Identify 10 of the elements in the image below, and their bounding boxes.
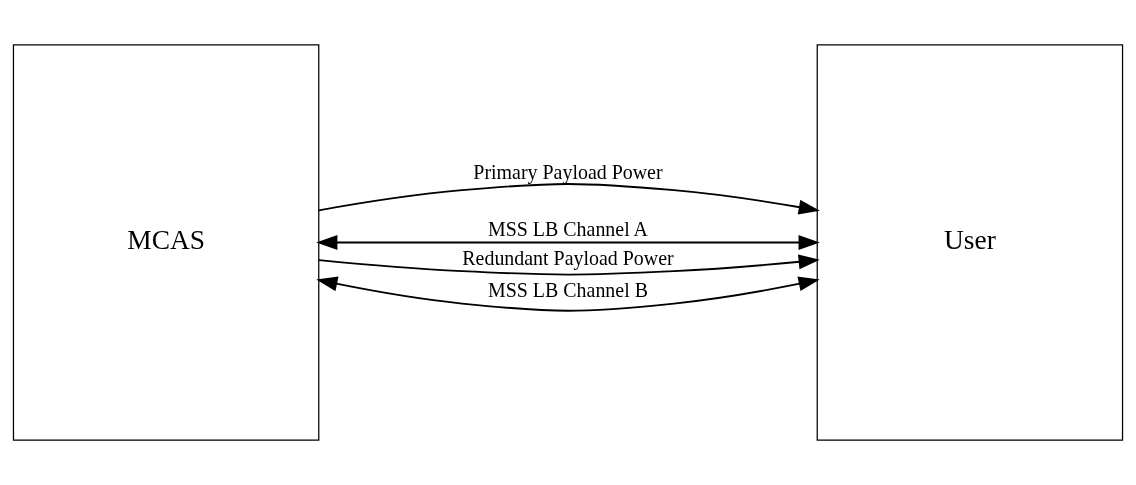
arrow (318, 254, 820, 276)
arrow (316, 235, 820, 250)
edge-label: MSS LB Channel B (488, 279, 648, 302)
node-box: MCAS (12, 44, 320, 441)
edge-label: Redundant Payload Power (462, 246, 674, 269)
arrow (317, 183, 820, 215)
node-box: User (816, 44, 1124, 441)
edge-label: MSS LB Channel A (488, 218, 648, 241)
edge-label: Primary Payload Power (473, 160, 663, 183)
arrow (316, 276, 820, 312)
